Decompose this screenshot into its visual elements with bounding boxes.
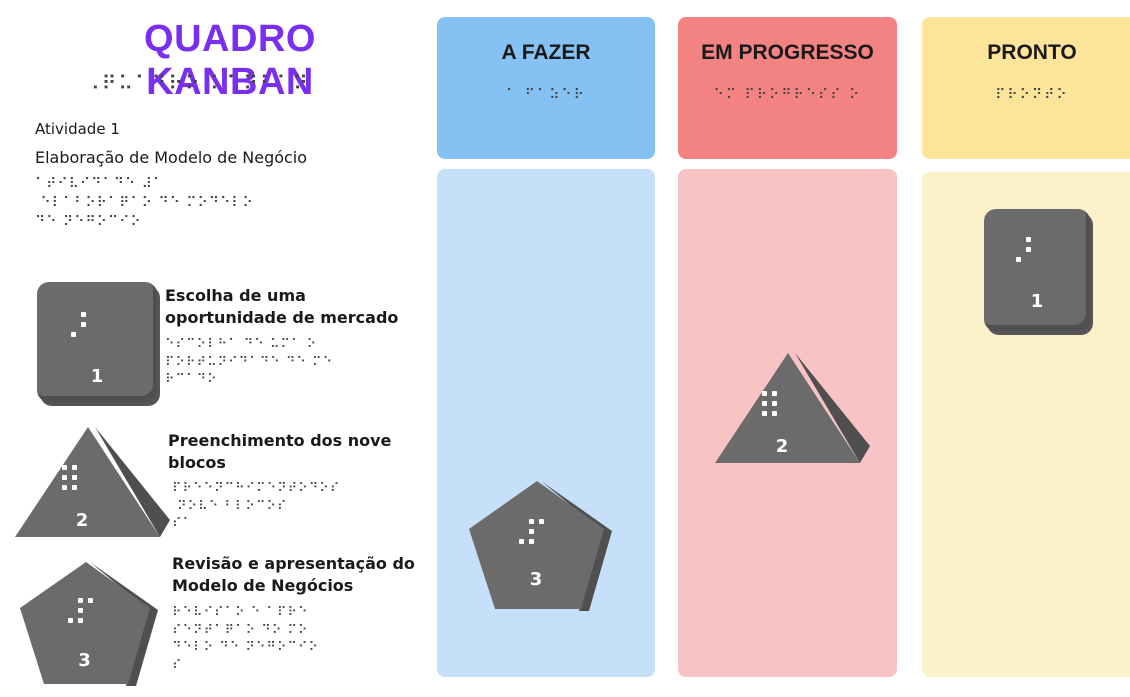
piece-number: 2 [75, 510, 89, 531]
task-2-text: Preenchimento dos nove blocos [168, 431, 392, 472]
legend-piece-2-triangle[interactable]: 2 [10, 425, 170, 540]
piece-number: 3 [529, 569, 543, 590]
column-header-done: PRONTO ⠏⠗⠕⠝⠞⠕ [922, 17, 1130, 159]
piece-number: 1 [90, 366, 104, 387]
activity-name: Elaboração de Modelo de Negócio [35, 148, 308, 167]
column-title-done: PRONTO [987, 41, 1077, 64]
column-braille-progress: ⠑⠍ ⠏⠗⠕⠛⠗⠑⠎⠎ ⠕ [713, 87, 862, 103]
task-1-text: Escolha de uma oportunidade de mercado [165, 286, 399, 327]
column-title-progress: EM PROGRESSO [701, 41, 874, 64]
piece-number: 2 [775, 436, 789, 457]
legend-piece-3-pentagon[interactable]: 3 [18, 560, 163, 690]
column-body-progress[interactable]: 2 [678, 169, 897, 677]
column-title-todo: A FAZER [501, 41, 591, 64]
column-body-done[interactable]: 1 [922, 172, 1130, 677]
column-braille-done: ⠏⠗⠕⠝⠞⠕ [995, 87, 1069, 103]
task-1-braille: ⠑⠎⠉⠕⠇⠓⠁ ⠙⠑ ⠥⠍⠁ ⠕ ⠏⠕⠗⠞⠥⠝⠊⠙⠁⠙⠑ ⠙⠑ ⠍⠑ ⠗⠉⠁⠙⠕ [165, 337, 334, 388]
piece-number: 1 [1030, 291, 1044, 312]
task-2-braille: ⠏⠗⠑⠑⠝⠉⠓⠊⠍⠑⠝⠞⠕⠙⠕⠎ ⠝⠕⠧⠑ ⠃⠇⠕⠉⠕⠎ ⠎⠁ [172, 481, 341, 532]
column-braille-todo: ⠁ ⠋⠁⠵⠑⠗ [506, 87, 586, 103]
piece-number: 3 [78, 650, 91, 671]
card-piece-2-triangle[interactable]: 2 [710, 351, 870, 466]
column-body-todo[interactable]: 3 [437, 169, 655, 677]
task-3-braille: ⠗⠑⠧⠊⠎⠁⠕ ⠑ ⠁⠏⠗⠑ ⠎⠑⠝⠞⠁⠟⠁⠕ ⠙⠕ ⠍⠕ ⠙⠑⠇⠕ ⠙⠑ ⠝⠑… [172, 605, 320, 673]
card-piece-1-square[interactable]: 1 [984, 209, 1090, 331]
column-header-progress: EM PROGRESSO ⠑⠍ ⠏⠗⠕⠛⠗⠑⠎⠎ ⠕ [678, 17, 897, 159]
activity-label: Atividade 1 [35, 120, 120, 138]
board-title-braille: ⠠⠟⠥⠁⠙⠗⠕ ⠅⠁⠝⠃⠁⠝ [85, 71, 310, 95]
card-piece-3-pentagon[interactable]: 3 [467, 479, 617, 614]
legend-piece-1-square[interactable]: 1 [37, 282, 157, 402]
board-title: QUADRO KANBAN [144, 18, 316, 103]
activity-braille: ⠁⠞⠊⠧⠊⠙⠁⠙⠑ ⠼⠁ ⠑⠇⠁⠃⠕⠗⠁⠟⠁⠕ ⠙⠑ ⠍⠕⠙⠑⠇⠕ ⠙⠑ ⠝⠑⠛… [35, 176, 254, 230]
column-header-todo: A FAZER ⠁ ⠋⠁⠵⠑⠗ [437, 17, 655, 159]
task-3-text: Revisão e apresentação do Modelo de Negó… [172, 554, 415, 595]
